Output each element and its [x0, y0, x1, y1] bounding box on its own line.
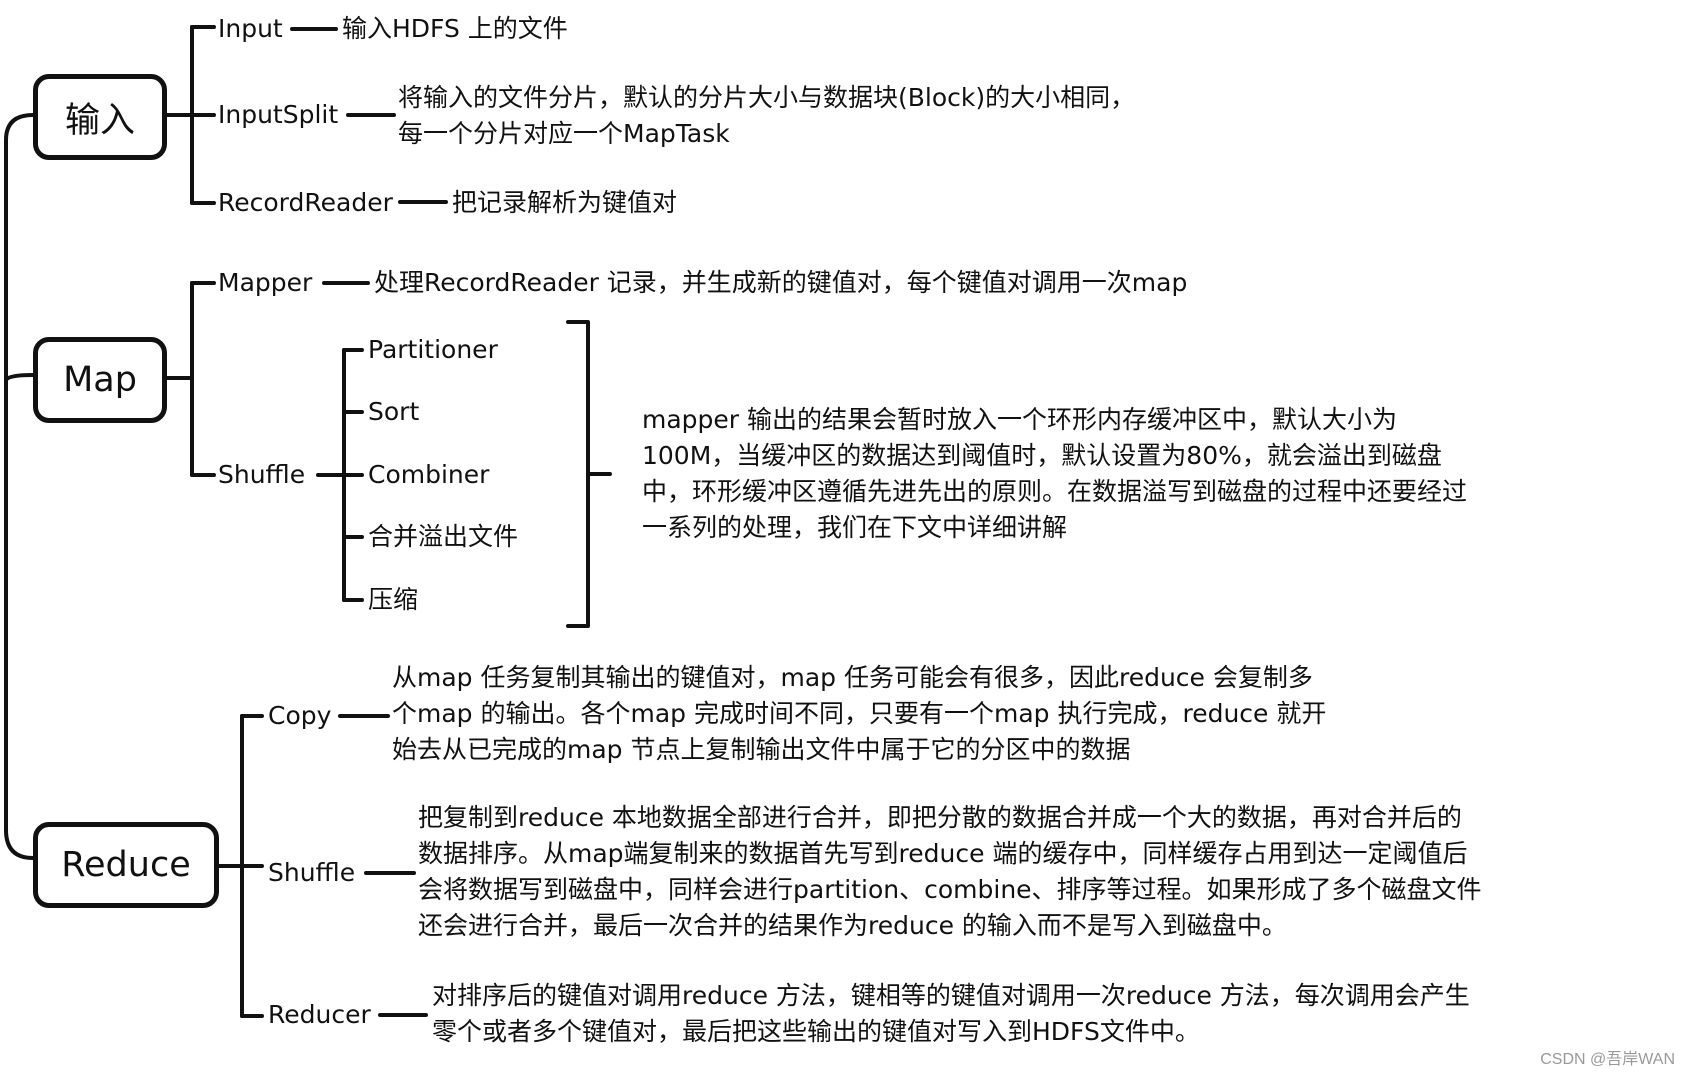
desc-reducer-line-2: 零个或者多个键值对，最后把这些输出的键值对写入到HDFS文件中。 — [432, 1017, 1200, 1046]
desc-recordreader: 把记录解析为键值对 — [452, 188, 678, 217]
label-copy: Copy — [268, 701, 332, 730]
step-sort: Sort — [368, 397, 420, 426]
desc-map-shuffle-line-3: 中，环形缓冲区遵循先进先出的原则。在数据溢写到磁盘的过程中还要经过 — [642, 477, 1468, 506]
root-branch-map — [4, 373, 35, 382]
step-combiner: Combiner — [368, 460, 490, 489]
node-reduce-title: Reduce — [61, 845, 191, 885]
node-map: Map — [33, 337, 167, 423]
node-input: 输入 — [33, 74, 167, 160]
desc-copy-line-3: 始去从已完成的map 节点上复制输出文件中属于它的分区中的数据 — [392, 735, 1131, 764]
desc-inputsplit: 将输入的文件分片，默认的分片大小与数据块(Block)的大小相同， 每一个分片对… — [398, 80, 1135, 152]
label-recordreader: RecordReader — [218, 188, 393, 217]
desc-reducer-line-1: 对排序后的键值对调用reduce 方法，键相等的键值对调用一次reduce 方法… — [432, 981, 1470, 1010]
steps-right-bracket — [566, 320, 590, 628]
desc-copy: 从map 任务复制其输出的键值对，map 任务可能会有很多，因此reduce 会… — [392, 660, 1326, 768]
label-reduce-shuffle: Shuffle — [268, 858, 356, 887]
label-inputsplit: InputSplit — [218, 100, 339, 129]
label-map-shuffle: Shuffle — [218, 460, 306, 489]
desc-inputsplit-line-2: 每一个分片对应一个MapTask — [398, 119, 730, 148]
desc-map-shuffle-line-2: 100M，当缓冲区的数据达到阈值时，默认设置为80%，就会溢出到磁盘 — [642, 441, 1442, 470]
desc-copy-line-1: 从map 任务复制其输出的键值对，map 任务可能会有很多，因此reduce 会… — [392, 663, 1313, 692]
desc-reduce-shuffle-line-2: 数据排序。从map端复制来的数据首先写到reduce 端的缓存中，同样缓存占用到… — [418, 839, 1468, 868]
node-map-title: Map — [63, 360, 137, 400]
step-merge-spill: 合并溢出文件 — [368, 522, 519, 551]
node-input-title: 输入 — [64, 100, 135, 141]
label-mapper: Mapper — [218, 268, 313, 297]
desc-reducer: 对排序后的键值对调用reduce 方法，键相等的键值对调用一次reduce 方法… — [432, 978, 1470, 1050]
watermark: CSDN @吾岸WAN — [1540, 1051, 1675, 1068]
desc-reduce-shuffle: 把复制到reduce 本地数据全部进行合并，即把分散的数据合并成一个大的数据，再… — [418, 800, 1482, 944]
desc-reduce-shuffle-line-4: 还会进行合并，最后一次合并的结果作为reduce 的输入而不是写入到磁盘中。 — [418, 911, 1287, 940]
desc-map-shuffle-line-4: 一系列的处理，我们在下文中详细讲解 — [642, 513, 1068, 542]
label-input: Input — [218, 14, 283, 43]
label-reducer: Reducer — [268, 1000, 371, 1029]
step-compress: 压缩 — [368, 585, 419, 614]
desc-map-shuffle-line-1: mapper 输出的结果会暂时放入一个环形内存缓冲区中，默认大小为 — [642, 405, 1398, 434]
desc-mapper: 处理RecordReader 记录，并生成新的键值对，每个键值对调用一次map — [374, 268, 1188, 297]
desc-inputsplit-line-1: 将输入的文件分片，默认的分片大小与数据块(Block)的大小相同， — [398, 83, 1136, 112]
step-partitioner: Partitioner — [368, 335, 498, 364]
desc-input: 输入HDFS 上的文件 — [342, 14, 568, 43]
desc-reduce-shuffle-line-1: 把复制到reduce 本地数据全部进行合并，即把分散的数据合并成一个大的数据，再… — [418, 803, 1462, 832]
desc-copy-line-2: 个map 的输出。各个map 完成时间不同，只要有一个map 执行完成，redu… — [392, 699, 1327, 728]
root-spine — [4, 113, 35, 860]
desc-map-shuffle: mapper 输出的结果会暂时放入一个环形内存缓冲区中，默认大小为 100M，当… — [642, 402, 1467, 546]
desc-reduce-shuffle-line-3: 会将数据写到磁盘中，同样会进行partition、combine、排序等过程。如… — [418, 875, 1482, 904]
node-reduce: Reduce — [33, 822, 219, 908]
